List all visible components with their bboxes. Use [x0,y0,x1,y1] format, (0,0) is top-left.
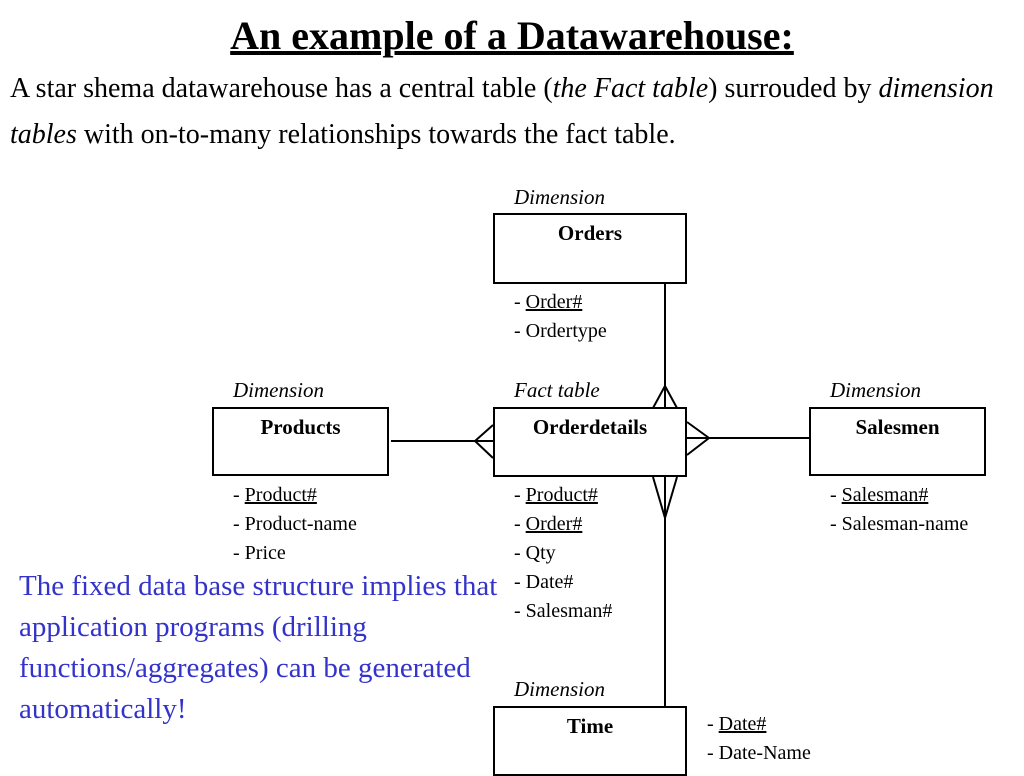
intro-dimension-term: dimension tables [10,73,994,150]
note-text: The fixed data base structure implies th… [19,570,498,725]
orderdetails-attributes: - Product#- Order#- Qty- Date#- Salesman… [514,481,612,626]
attribute-bullet: - [707,742,719,764]
fact-role-label: Fact table [514,378,600,402]
attribute-label: Salesman# [525,600,613,622]
orders-table: Orders [493,213,687,284]
orders-attribute: - Order# [514,288,607,317]
key-attribute-label: Product# [525,484,598,506]
orderdetails-table-name: Orderdetails [532,415,648,439]
intro-text-part2: ) surrouded by [708,73,879,104]
intro-paragraph: A star shema datawarehouse has a central… [10,66,1010,158]
products-attribute: - Price [233,539,357,568]
time-attribute: - Date-Name [707,739,811,768]
orders-attribute: - Ordertype [514,317,607,346]
attribute-bullet: - [514,600,526,622]
attribute-label: Salesman-name [841,513,969,535]
salesmen-role-label: Dimension [830,378,921,402]
attribute-bullet: - [233,542,245,564]
products-attribute: - Product# [233,481,357,510]
orders-role-label: Dimension [514,185,605,209]
intro-text-part1: A star shema datawarehouse has a central… [10,73,553,104]
key-attribute-label: Product# [244,484,317,506]
attribute-label: Date-Name [718,742,811,764]
salesmen-table: Salesmen [809,407,986,476]
key-attribute-label: Order# [525,513,583,535]
time-role-label: Dimension [514,677,605,701]
salesmen-attributes: - Salesman#- Salesman-name [830,481,968,539]
time-crowfoot [652,476,678,522]
salesmen-attribute: - Salesman# [830,481,968,510]
salesmen-attribute: - Salesman-name [830,510,968,539]
orderdetails-table: Orderdetails [493,407,687,477]
products-table: Products [212,407,389,476]
products-attributes: - Product#- Product-name- Price [233,481,357,568]
attribute-bullet: - [514,542,526,564]
orderdetails-attribute: - Date# [514,568,612,597]
orderdetails-attribute: - Order# [514,510,612,539]
intro-fact-term: the Fact table [552,73,709,104]
time-table: Time [493,706,687,776]
time-attribute: - Date# [707,710,811,739]
salesmen-crowfoot [686,421,711,456]
orderdetails-attribute: - Qty [514,539,612,568]
attribute-bullet: - [707,713,719,735]
key-attribute-label: Order# [525,291,583,313]
attribute-bullet: - [233,513,245,535]
attribute-bullet: - [830,513,842,535]
products-role-label: Dimension [233,378,324,402]
salesmen-table-name: Salesmen [855,415,940,439]
attribute-label: Qty [525,542,556,564]
orders-crowfoot [652,383,678,409]
products-crowfoot [473,424,494,459]
key-attribute-label: Salesman# [841,484,929,506]
orderdetails-attribute: - Salesman# [514,597,612,626]
orderdetails-attribute: - Product# [514,481,612,510]
attribute-bullet: - [233,484,245,506]
key-attribute-label: Date# [718,713,767,735]
attribute-bullet: - [514,320,526,342]
orders-attributes: - Order#- Ordertype [514,288,607,346]
orders-table-name: Orders [557,221,623,245]
attribute-label: Ordertype [525,320,607,342]
attribute-bullet: - [514,484,526,506]
attribute-label: Product-name [244,513,357,535]
slide-title: An example of a Datawarehouse: [230,13,794,58]
products-table-name: Products [260,415,341,439]
products-attribute: - Product-name [233,510,357,539]
intro-text-part3: with on-to-many relationships towards th… [76,119,676,150]
attribute-label: Date# [525,571,574,593]
time-table-name: Time [566,714,614,738]
time-attributes: - Date#- Date-Name [707,710,811,768]
attribute-bullet: - [514,571,526,593]
attribute-bullet: - [514,291,526,313]
attribute-bullet: - [830,484,842,506]
attribute-label: Price [244,542,286,564]
attribute-bullet: - [514,513,526,535]
